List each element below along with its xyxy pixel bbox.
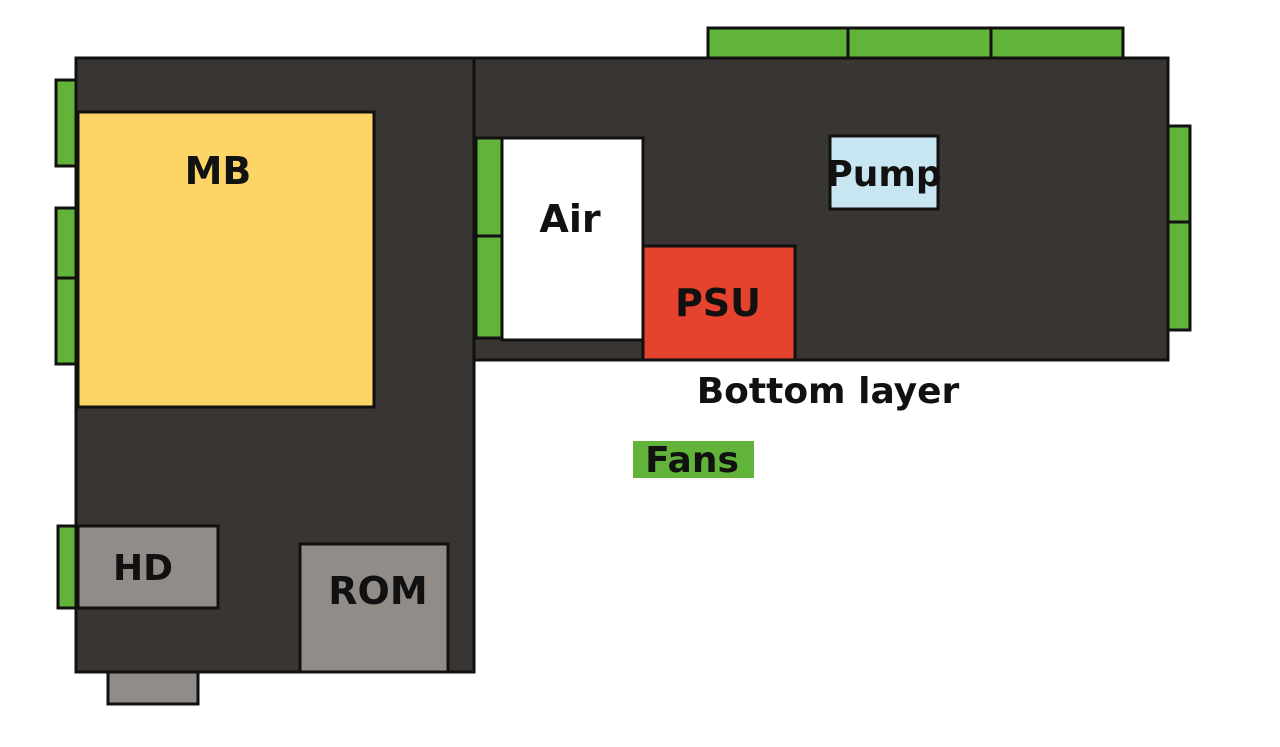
motherboard-block	[76, 110, 376, 409]
legend: Fans	[633, 440, 754, 481]
fan	[846, 26, 993, 60]
rom-label: ROM	[328, 569, 427, 613]
hd-label: HD	[113, 548, 173, 589]
air-intake-fans	[474, 136, 504, 340]
air-block	[500, 136, 645, 342]
fan	[989, 26, 1125, 60]
legend-fans-label: Fans	[645, 440, 739, 481]
right-fan-strip	[1164, 124, 1192, 332]
pump-label: Pump	[826, 154, 941, 195]
motherboard-label: MB	[185, 149, 252, 193]
fan	[1164, 124, 1192, 224]
legend-fan-swatch	[633, 441, 754, 478]
fan	[474, 234, 504, 340]
air-label: Air	[539, 197, 600, 241]
fan	[706, 26, 850, 60]
top-fan-strip	[706, 26, 1125, 60]
bottom-drive-tab	[106, 668, 200, 706]
psu-block	[641, 244, 797, 362]
psu-label: PSU	[675, 281, 761, 325]
fan	[1164, 220, 1192, 332]
hd-block	[76, 524, 220, 610]
rom-block	[298, 542, 450, 674]
bottom-layer-caption: Bottom layer	[697, 371, 960, 412]
pump-block	[828, 134, 940, 211]
fan	[474, 136, 504, 238]
